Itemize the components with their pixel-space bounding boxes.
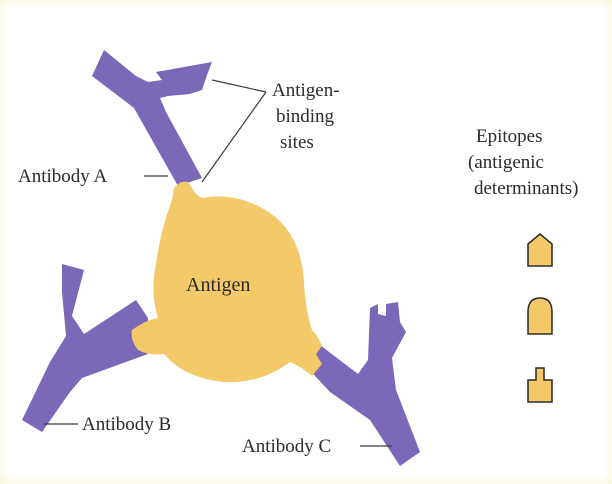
antibody-c-label: Antibody C <box>242 436 331 458</box>
antibody-b <box>22 264 148 432</box>
leader-binding-site-b <box>202 92 266 182</box>
binding-sites-line-2: binding <box>276 106 334 128</box>
epitopes-line-2: (antigenic <box>468 152 544 174</box>
epitopes-line-3: determinants) <box>474 178 578 200</box>
leader-binding-site-a <box>212 80 266 92</box>
antibody-b-shape <box>22 264 148 432</box>
antibody-a-shape <box>92 50 212 186</box>
epitope-pointed-shape <box>528 234 552 266</box>
antibody-a <box>92 50 212 186</box>
antibody-a-label: Antibody A <box>18 166 107 188</box>
epitope-legend-shapes <box>528 234 552 402</box>
antibody-b-label: Antibody B <box>82 414 171 436</box>
binding-sites-line-1: Antigen- <box>272 80 340 102</box>
epitope-rounded-shape <box>528 298 552 334</box>
epitope-notched-shape <box>528 368 552 402</box>
antigen-label: Antigen <box>186 274 250 296</box>
epitopes-line-1: Epitopes <box>476 126 543 148</box>
binding-sites-line-3: sites <box>280 132 314 154</box>
